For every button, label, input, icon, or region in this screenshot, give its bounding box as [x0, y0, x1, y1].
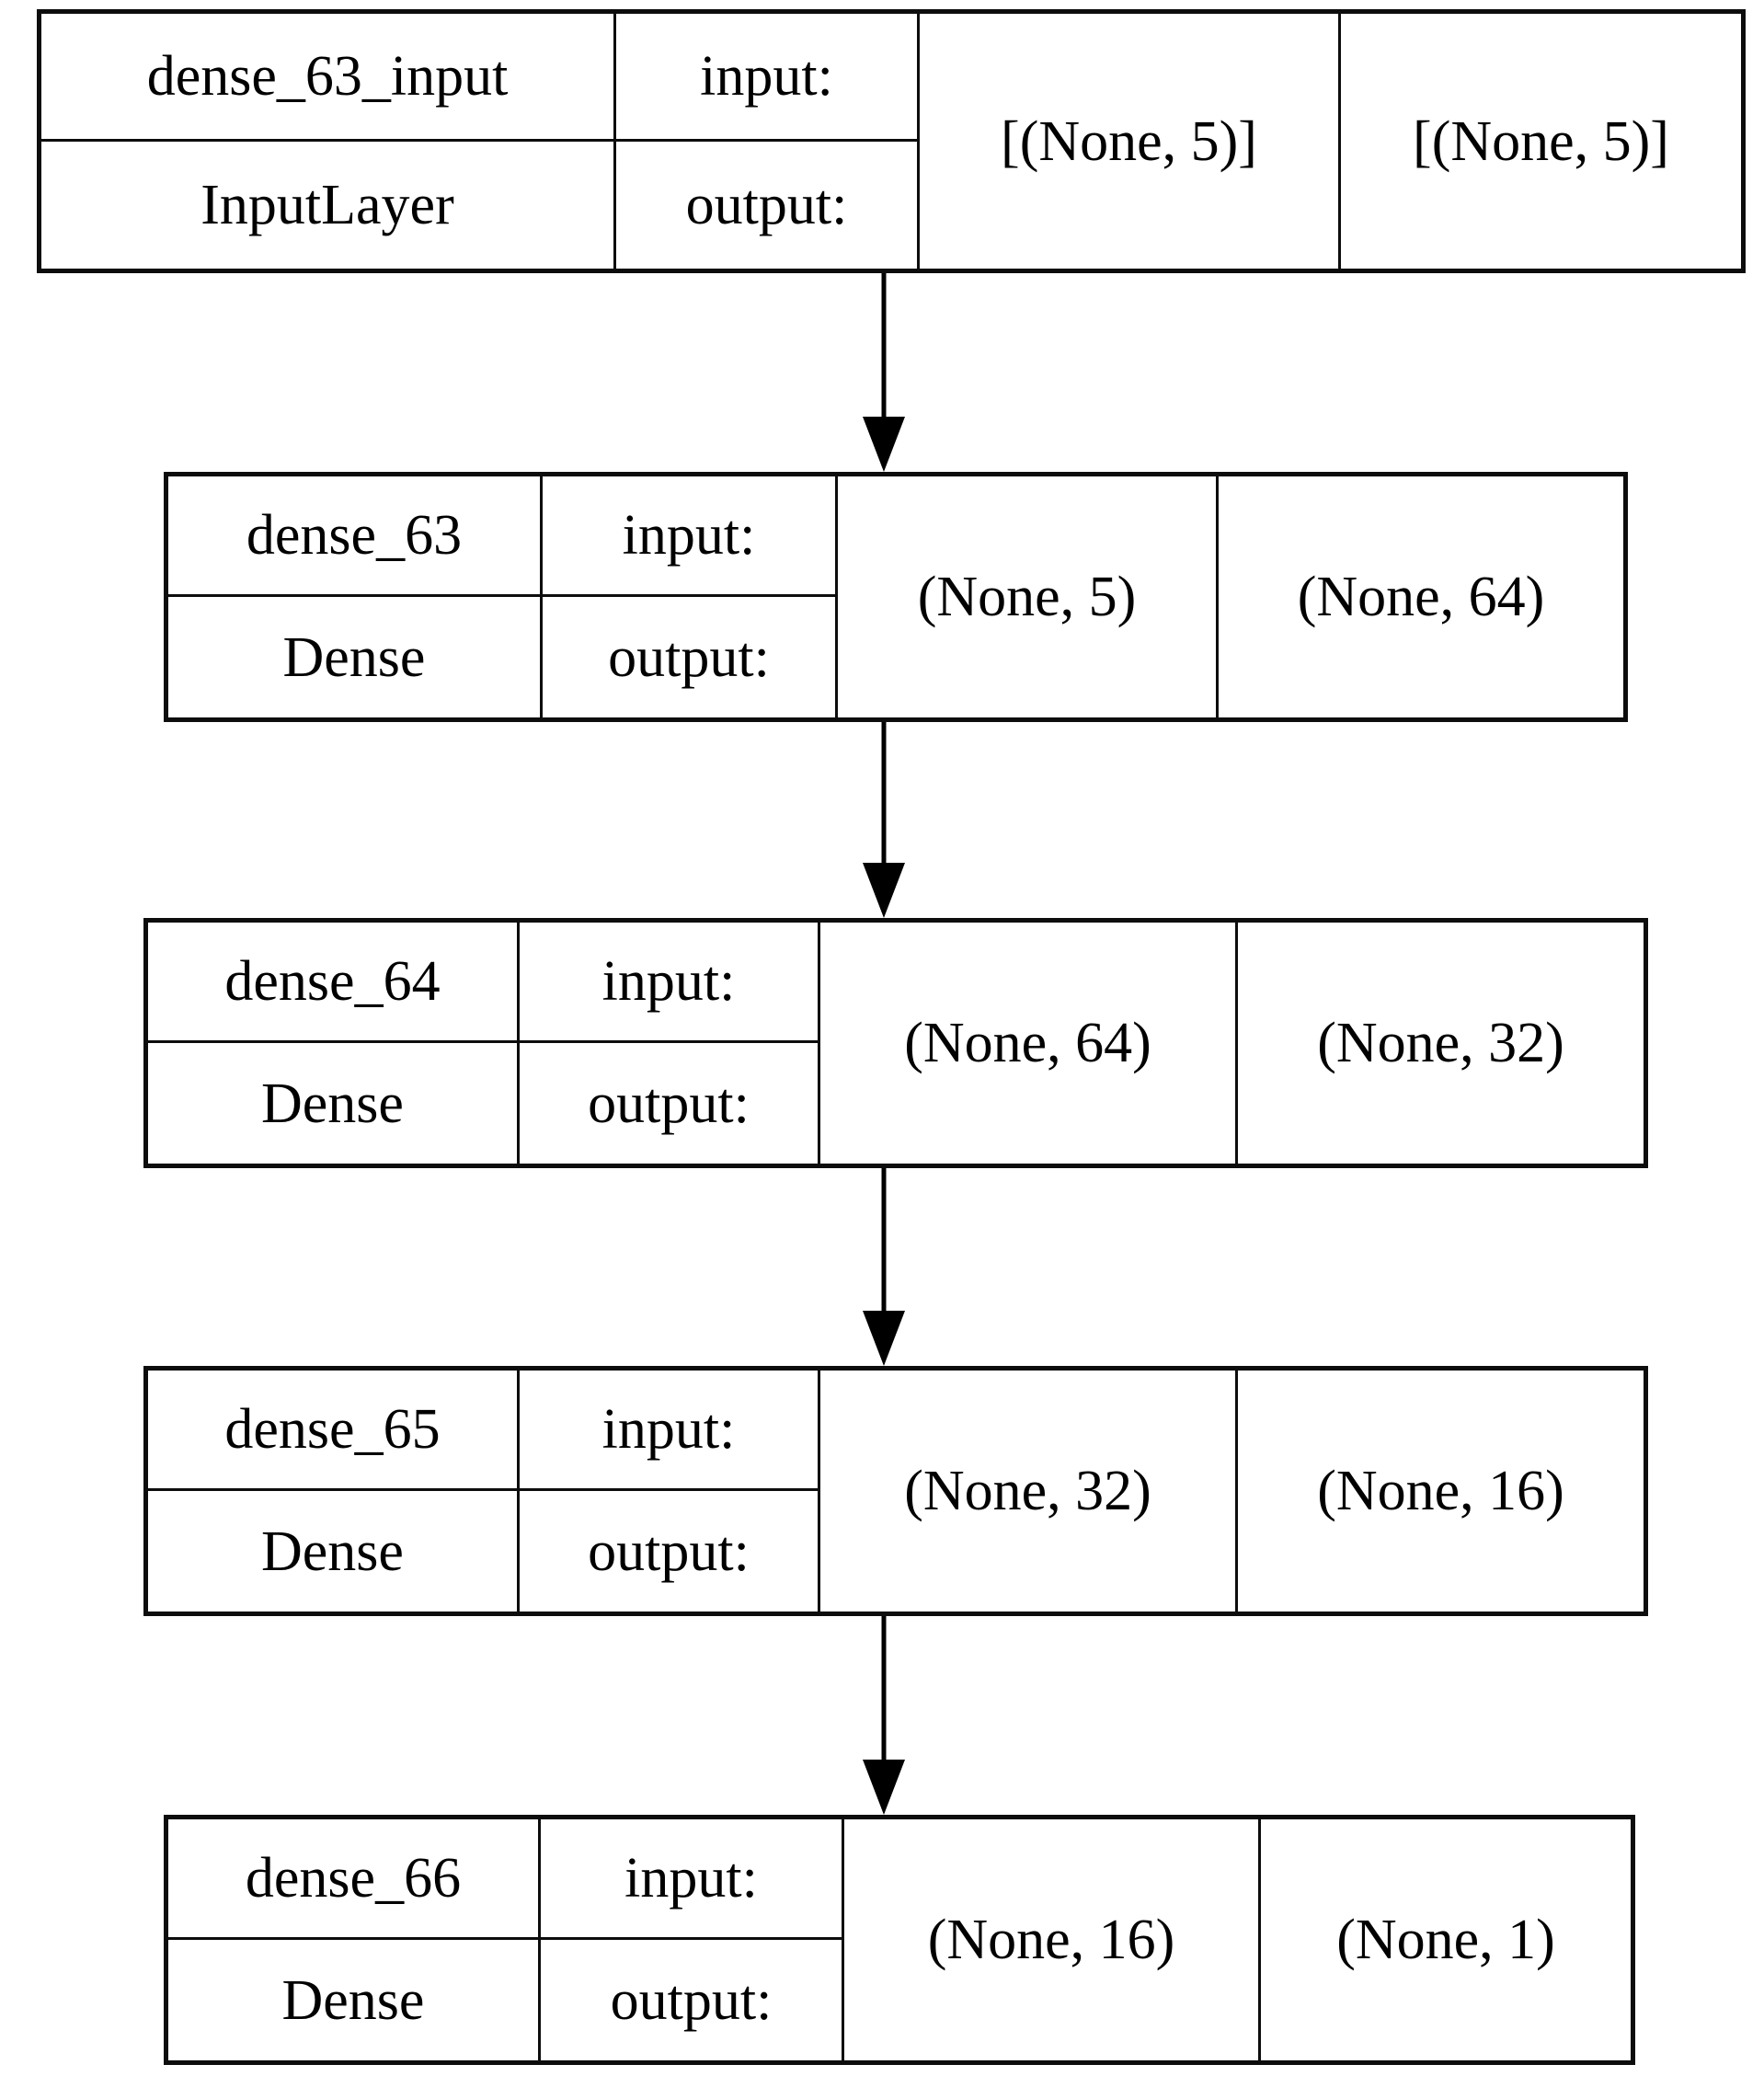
layer-node-dense-63-input: dense_63_input InputLayer input: output:…	[37, 9, 1746, 273]
layer-type: Dense	[148, 1043, 520, 1164]
input-shape-value: [(None, 5)]	[920, 14, 1341, 269]
output-shape-value: (None, 16)	[1317, 1460, 1564, 1522]
io-label-output: output:	[520, 1491, 820, 1612]
connector-arrow-3	[863, 1168, 905, 1366]
connector-arrow-1	[863, 273, 905, 472]
arrow-shaft	[881, 722, 887, 865]
layer-name: dense_63_input	[41, 14, 616, 142]
input-shape-value: (None, 16)	[844, 1819, 1261, 2060]
arrow-head-icon	[863, 863, 905, 918]
arrow-head-icon	[863, 1311, 905, 1366]
io-label-output: output:	[520, 1043, 820, 1164]
input-shape-value: (None, 32)	[820, 1371, 1238, 1612]
layer-type: Dense	[148, 1491, 520, 1612]
arrow-head-icon	[863, 1760, 905, 1815]
layer-type: Dense	[168, 1940, 541, 2060]
arrow-shaft	[881, 1616, 887, 1761]
io-label-input: input:	[520, 1371, 820, 1491]
layer-node-dense-63: dense_63 Dense input: output: (None, 5) …	[164, 472, 1628, 722]
layer-name: dense_64	[148, 923, 520, 1043]
output-shape-value: (None, 32)	[1317, 1012, 1564, 1074]
input-shape-value: (None, 64)	[820, 923, 1238, 1164]
layer-node-dense-64: dense_64 Dense input: output: (None, 64)…	[143, 918, 1648, 1168]
connector-arrow-4	[863, 1616, 905, 1815]
arrow-head-icon	[863, 417, 905, 472]
layer-node-dense-66: dense_66 Dense input: output: (None, 16)…	[164, 1815, 1635, 2065]
layer-type: Dense	[168, 597, 543, 717]
layer-name: dense_63	[168, 476, 543, 597]
arrow-shaft	[881, 273, 887, 419]
io-label-input: input:	[541, 1819, 844, 1940]
io-label-output: output:	[541, 1940, 844, 2060]
output-shape-value: (None, 1)	[1336, 1909, 1555, 1971]
arrow-shaft	[881, 1168, 887, 1313]
io-label-output: output:	[616, 141, 920, 269]
layer-node-dense-65: dense_65 Dense input: output: (None, 32)…	[143, 1366, 1648, 1616]
layer-name: dense_66	[168, 1819, 541, 1940]
input-shape-value: (None, 5)	[838, 476, 1219, 717]
io-label-input: input:	[520, 923, 820, 1043]
io-label-input: input:	[616, 14, 920, 142]
connector-arrow-2	[863, 722, 905, 918]
output-shape-value: (None, 64)	[1297, 566, 1545, 628]
io-label-input: input:	[543, 476, 838, 597]
output-shape-value: [(None, 5)]	[1413, 109, 1669, 173]
layer-name: dense_65	[148, 1371, 520, 1491]
io-label-output: output:	[543, 597, 838, 717]
layer-type: InputLayer	[41, 141, 616, 269]
